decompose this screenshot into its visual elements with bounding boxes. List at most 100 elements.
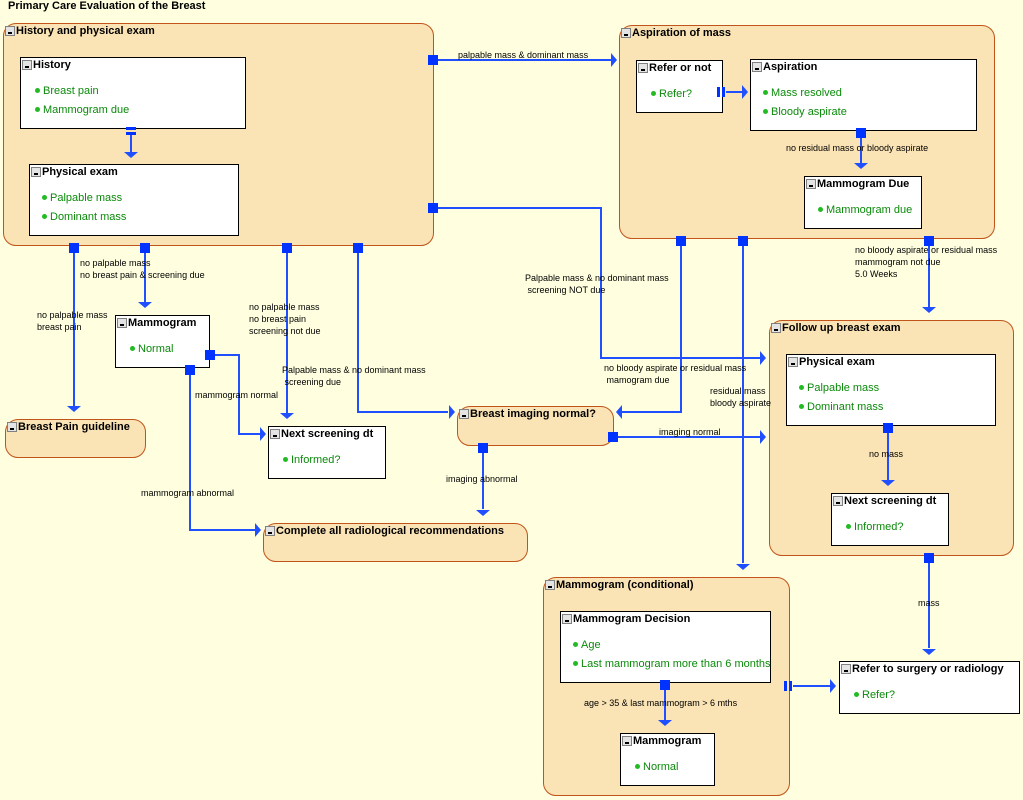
node-followup-next-screening[interactable]: Next screening dt Informed? (831, 493, 949, 546)
edge-label: Palpable mass & no dominant mass screeni… (525, 273, 669, 295)
arrowhead-icon (616, 405, 622, 419)
group-title: Complete all radiological recommendation… (276, 525, 504, 537)
connector-port[interactable] (738, 236, 748, 246)
collapse-icon[interactable] (265, 526, 275, 536)
connector-port[interactable] (205, 350, 215, 360)
diagram-title: Primary Care Evaluation of the Breast (8, 0, 206, 12)
connector-port[interactable] (428, 203, 438, 213)
list-item[interactable]: Refer? (651, 88, 692, 107)
bullet-icon (130, 346, 135, 351)
edge-label: no palpable mass breast pain (37, 310, 108, 332)
edge-label: no palpable mass no breast pain screenin… (249, 302, 321, 336)
connector-port[interactable] (924, 236, 934, 246)
split-port[interactable] (717, 87, 725, 97)
list-item[interactable]: Palpable mass (799, 382, 883, 401)
list-item[interactable]: Age (573, 639, 771, 658)
node-title: Next screening dt (281, 428, 374, 440)
edge-mammogram-abnormal[interactable] (189, 370, 255, 531)
node-refer-surgery[interactable]: Refer to surgery or radiology Refer? (839, 661, 1020, 714)
node-next-screening[interactable]: Next screening dt Informed? (268, 426, 386, 479)
list-item[interactable]: Informed? (846, 521, 904, 540)
collapse-icon[interactable] (545, 580, 555, 590)
group-complete-radiological[interactable]: Complete all radiological recommendation… (263, 523, 528, 562)
list-item[interactable]: Dominant mass (42, 211, 126, 230)
connector-port[interactable] (478, 443, 488, 453)
list-item[interactable]: Last mammogram more than 6 months (573, 658, 771, 677)
collapse-icon[interactable] (638, 63, 648, 73)
list-item[interactable]: Mass resolved (763, 87, 847, 106)
list-item[interactable]: Normal (130, 343, 173, 362)
arrowhead-icon (476, 510, 490, 516)
collapse-icon[interactable] (117, 318, 127, 328)
collapse-icon[interactable] (621, 28, 631, 38)
node-title: Mammogram (633, 735, 702, 747)
arrowhead-icon (830, 679, 836, 693)
split-port[interactable] (126, 127, 136, 135)
connector-port[interactable] (428, 55, 438, 65)
node-mammogram[interactable]: Mammogram Normal (115, 315, 210, 368)
edge-label: no palpable mass no breast pain & screen… (80, 258, 205, 280)
collapse-icon[interactable] (7, 422, 17, 432)
collapse-icon[interactable] (806, 179, 816, 189)
group-title: Mammogram (conditional) (556, 579, 694, 591)
collapse-icon[interactable] (771, 323, 781, 333)
node-refer-or-not[interactable]: Refer or not Refer? (636, 60, 723, 113)
list-item[interactable]: Dominant mass (799, 401, 883, 420)
list-item[interactable]: Bloody aspirate (763, 106, 847, 125)
node-mammogram-decision[interactable]: Mammogram Decision Age Last mammogram mo… (560, 611, 771, 683)
connector-port[interactable] (69, 243, 79, 253)
collapse-icon[interactable] (459, 409, 469, 419)
bullet-icon (799, 385, 804, 390)
bullet-icon (42, 195, 47, 200)
connector-port[interactable] (924, 553, 934, 563)
collapse-icon[interactable] (562, 614, 572, 624)
edge-label: mammogram abnormal (141, 488, 235, 498)
node-history[interactable]: History Breast pain Mammogram due (20, 57, 246, 129)
collapse-icon[interactable] (833, 496, 843, 506)
node-mammogram-due[interactable]: Mammogram Due Mammogram due (804, 176, 922, 229)
list-item[interactable]: Breast pain (35, 85, 129, 104)
edge-label: Palpable mass & no dominant mass screeni… (282, 365, 426, 387)
arrowhead-icon (280, 413, 294, 419)
group-breast-imaging-normal[interactable]: Breast imaging normal? (457, 406, 614, 446)
list-item[interactable]: Mammogram due (35, 104, 129, 123)
list-item[interactable]: Normal (635, 761, 678, 780)
collapse-icon[interactable] (270, 429, 280, 439)
node-mammogram-conditional[interactable]: Mammogram Normal (620, 733, 715, 786)
node-followup-physical-exam[interactable]: Physical exam Palpable mass Dominant mas… (786, 354, 996, 426)
connector-port[interactable] (660, 680, 670, 690)
edge-hp-to-imaging[interactable] (357, 248, 448, 413)
connector-port[interactable] (140, 243, 150, 253)
connector-port[interactable] (676, 236, 686, 246)
connector-port[interactable] (185, 365, 195, 375)
node-aspiration[interactable]: Aspiration Mass resolved Bloody aspirate (750, 59, 977, 131)
collapse-icon[interactable] (788, 357, 798, 367)
list-item[interactable]: Palpable mass (42, 192, 126, 211)
arrowhead-icon (922, 649, 936, 655)
connector-port[interactable] (353, 243, 363, 253)
list-item[interactable]: Refer? (854, 689, 895, 708)
node-physical-exam[interactable]: Physical exam Palpable mass Dominant mas… (29, 164, 239, 236)
collapse-icon[interactable] (5, 26, 15, 36)
split-port[interactable] (784, 681, 792, 691)
connector-port[interactable] (883, 423, 893, 433)
bullet-icon (799, 404, 804, 409)
connector-port[interactable] (608, 432, 618, 442)
collapse-icon[interactable] (841, 664, 851, 674)
edge-label: palpable mass & dominant mass (458, 50, 589, 60)
connector-port[interactable] (282, 243, 292, 253)
connector-port[interactable] (856, 128, 866, 138)
edge-aspiration-to-imaging[interactable] (622, 241, 682, 413)
collapse-icon[interactable] (22, 60, 32, 70)
collapse-icon[interactable] (752, 62, 762, 72)
list-item[interactable]: Informed? (283, 454, 341, 473)
group-title: Follow up breast exam (782, 322, 901, 334)
arrowhead-icon (658, 720, 672, 726)
list-item[interactable]: Mammogram due (818, 204, 912, 223)
arrowhead-icon (922, 307, 936, 313)
edge-mammogram-normal[interactable] (210, 354, 260, 435)
arrowhead-icon (736, 564, 750, 570)
group-breast-pain-guideline[interactable]: Breast Pain guideline (5, 419, 146, 458)
collapse-icon[interactable] (622, 736, 632, 746)
collapse-icon[interactable] (31, 167, 41, 177)
